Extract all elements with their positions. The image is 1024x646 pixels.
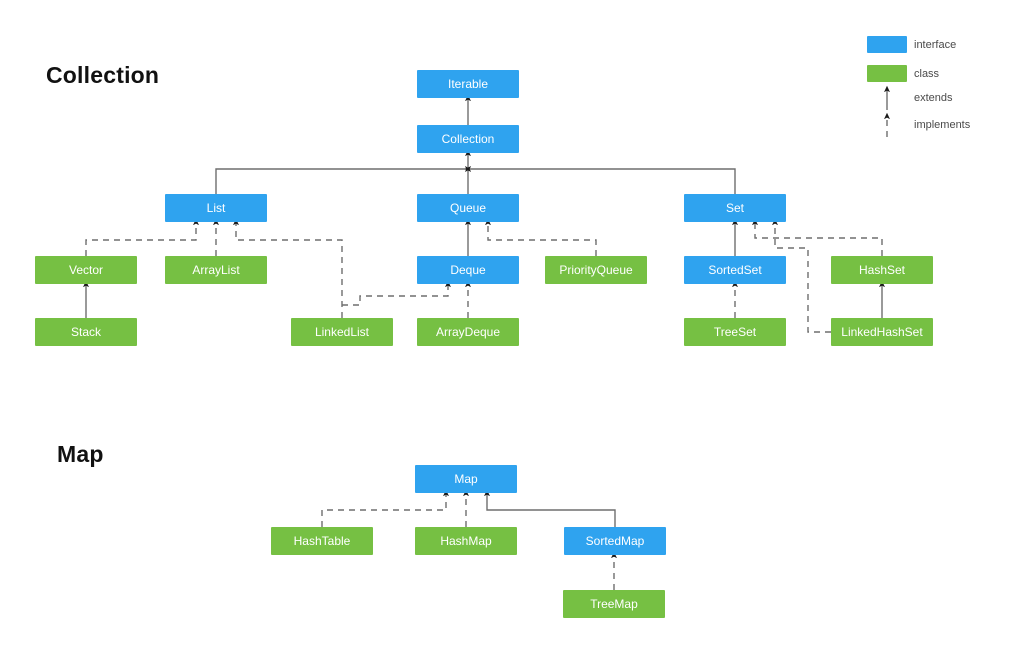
- node-label-hashtable: HashTable: [294, 534, 351, 548]
- edge-hashset-implements-set: [752, 218, 883, 256]
- node-box-sortedmap: [564, 527, 666, 555]
- node-box-stack: [35, 318, 137, 346]
- node-hashtable[interactable]: HashTable: [271, 527, 373, 555]
- node-label-stack: Stack: [71, 325, 102, 339]
- node-label-linkedhashset: LinkedHashSet: [841, 325, 923, 339]
- legend-item-implements: implements: [884, 112, 971, 137]
- legend-item-interface: interface: [867, 36, 956, 53]
- node-box-list: [165, 194, 267, 222]
- node-label-treeset: TreeSet: [714, 325, 757, 339]
- node-box-vector: [35, 256, 137, 284]
- legend-swatch-interface: [867, 36, 907, 53]
- node-box-hashtable: [271, 527, 373, 555]
- node-label-arraydeque: ArrayDeque: [436, 325, 500, 339]
- node-box-arraylist: [165, 256, 267, 284]
- node-sortedmap[interactable]: SortedMap: [564, 527, 666, 555]
- node-treeset[interactable]: TreeSet: [684, 318, 786, 346]
- legend-label-extends: extends: [914, 92, 953, 104]
- edge-linkedlist-implements-deque: [342, 280, 452, 306]
- node-label-iterable: Iterable: [448, 77, 488, 91]
- edge-list-extends-collection: [215, 166, 472, 194]
- node-hashmap[interactable]: HashMap: [415, 527, 517, 555]
- node-hashset[interactable]: HashSet: [831, 256, 933, 284]
- node-sortedset[interactable]: SortedSet: [684, 256, 786, 284]
- legend-label-interface: interface: [914, 39, 956, 51]
- node-label-list: List: [207, 201, 226, 215]
- node-box-treemap: [563, 590, 665, 618]
- node-box-collection: [417, 125, 519, 153]
- node-box-set: [684, 194, 786, 222]
- node-label-arraylist: ArrayList: [192, 263, 240, 277]
- node-box-map: [415, 465, 517, 493]
- node-queue[interactable]: Queue: [417, 194, 519, 222]
- section-title-map: Map: [57, 441, 104, 467]
- node-box-iterable: [417, 70, 519, 98]
- node-set[interactable]: Set: [684, 194, 786, 222]
- edge-sortedmap-extends-map: [484, 489, 616, 527]
- node-label-priorityqueue: PriorityQueue: [559, 263, 633, 277]
- edge-vector-implements-list: [85, 218, 200, 256]
- node-linkedlist[interactable]: LinkedList: [291, 318, 393, 346]
- node-box-sortedset: [684, 256, 786, 284]
- node-arraydeque[interactable]: ArrayDeque: [417, 318, 519, 346]
- node-box-queue: [417, 194, 519, 222]
- node-label-hashset: HashSet: [859, 263, 906, 277]
- node-box-linkedhashset: [831, 318, 933, 346]
- edge-linkedlist-implements-list: [233, 218, 343, 318]
- legend-item-extends: extends: [884, 85, 953, 110]
- node-label-collection: Collection: [442, 132, 495, 146]
- node-list[interactable]: List: [165, 194, 267, 222]
- node-box-hashset: [831, 256, 933, 284]
- node-box-priorityqueue: [545, 256, 647, 284]
- node-linkedhashset[interactable]: LinkedHashSet: [831, 318, 933, 346]
- node-box-arraydeque: [417, 318, 519, 346]
- node-arraylist[interactable]: ArrayList: [165, 256, 267, 284]
- node-map[interactable]: Map: [415, 465, 517, 493]
- node-label-hashmap: HashMap: [440, 534, 492, 548]
- legend-layer: interface class extends implements: [867, 36, 971, 137]
- node-priorityqueue[interactable]: PriorityQueue: [545, 256, 647, 284]
- node-treemap[interactable]: TreeMap: [563, 590, 665, 618]
- node-label-sortedset: SortedSet: [708, 263, 762, 277]
- node-label-sortedmap: SortedMap: [586, 534, 645, 548]
- node-label-queue: Queue: [450, 201, 486, 215]
- node-box-deque: [417, 256, 519, 284]
- edges-layer: [83, 94, 886, 590]
- node-label-map: Map: [454, 472, 478, 486]
- node-vector[interactable]: Vector: [35, 256, 137, 284]
- node-iterable[interactable]: Iterable: [417, 70, 519, 98]
- edge-priorityqueue-implements-queue: [485, 218, 597, 256]
- node-label-treemap: TreeMap: [590, 597, 638, 611]
- node-box-treeset: [684, 318, 786, 346]
- node-stack[interactable]: Stack: [35, 318, 137, 346]
- legend-label-implements: implements: [914, 119, 971, 131]
- edge-hashtable-implements-map: [321, 489, 450, 527]
- node-box-hashmap: [415, 527, 517, 555]
- edge-set-extends-collection: [464, 165, 736, 194]
- legend-label-class: class: [914, 68, 940, 80]
- node-box-linkedlist: [291, 318, 393, 346]
- node-label-set: Set: [726, 201, 745, 215]
- node-collection[interactable]: Collection: [417, 125, 519, 153]
- node-label-deque: Deque: [450, 263, 486, 277]
- legend-item-class: class: [867, 65, 940, 82]
- section-title-collection: Collection: [46, 62, 160, 88]
- node-label-linkedlist: LinkedList: [315, 325, 370, 339]
- legend-swatch-class: [867, 65, 907, 82]
- node-label-vector: Vector: [69, 263, 103, 277]
- node-deque[interactable]: Deque: [417, 256, 519, 284]
- edge-linkedhashset-implements-set: [772, 218, 831, 333]
